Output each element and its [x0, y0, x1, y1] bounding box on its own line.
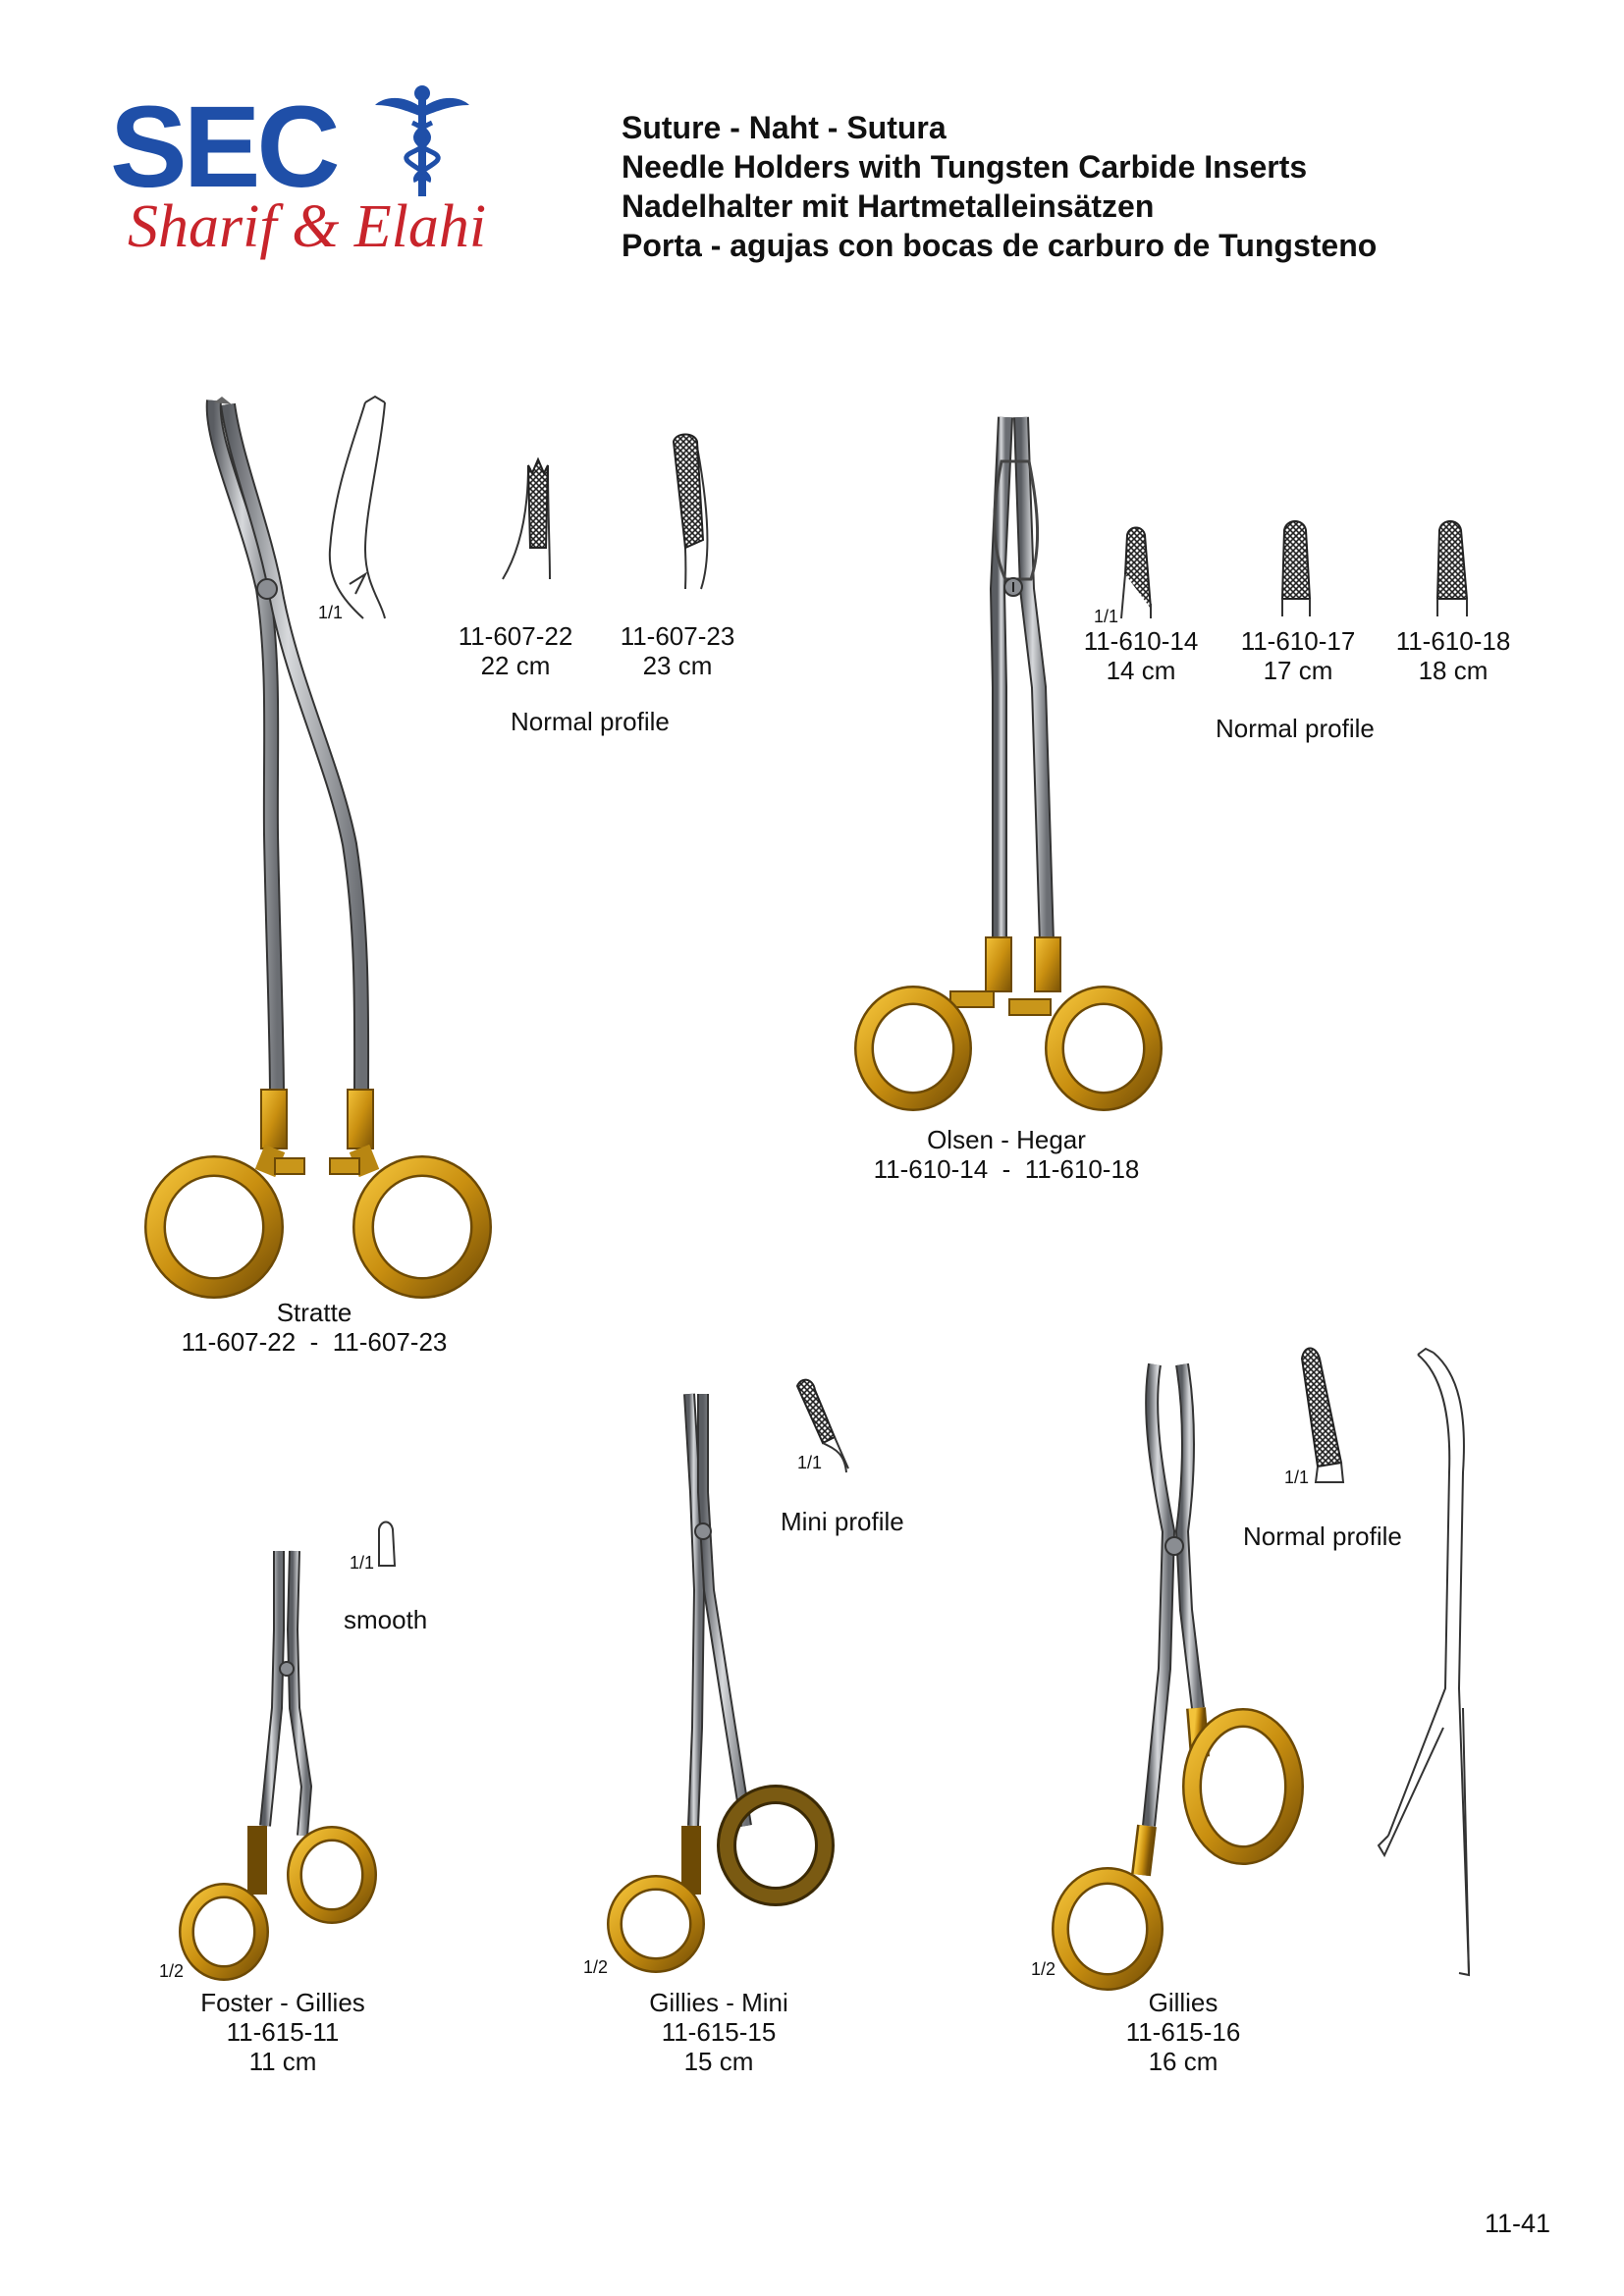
olsen-profile-label: Normal profile — [1216, 714, 1375, 743]
stratte-instrument — [144, 397, 492, 1299]
gillies-mini-main-scale: 1/2 — [583, 1957, 609, 1977]
gillies-mini-profile-label: Mini profile — [781, 1507, 904, 1536]
gillies-mini-profile-tip — [795, 1378, 849, 1473]
gillies-code: 11-615-16 — [1125, 2017, 1241, 2047]
stratte-profile-label: Normal profile — [511, 707, 670, 736]
stratte-scale: 1/1 — [318, 603, 344, 622]
stratte-profile-outline — [328, 395, 386, 619]
olsen-hegar-instrument — [854, 416, 1163, 1111]
foster-name: Foster - Gillies — [200, 1988, 365, 2017]
header-line-3: Nadelhalter mit Hartmetalleinsätzen — [622, 188, 1155, 224]
stratte-caption: Stratte 11-607-22 - 11-607-23 — [147, 1298, 481, 1357]
header-line-4: Porta - agujas con bocas de carburo de T… — [622, 228, 1378, 263]
gillies-profile-label: Normal profile — [1243, 1522, 1402, 1551]
gillies-size: 16 cm — [1148, 2047, 1218, 2076]
gillies-mini-instrument — [607, 1393, 835, 1973]
stratte-tip-22 — [502, 456, 551, 580]
gillies-detail-scale: 1/1 — [1284, 1468, 1310, 1487]
gillies-mini-detail-scale: 1/1 — [797, 1453, 823, 1472]
gillies-mini-name: Gillies - Mini — [649, 1988, 788, 2017]
olsen-tip3-size: 18 cm — [1418, 656, 1489, 685]
gillies-mini-caption: Gillies - Mini 11-615-15 15 cm — [601, 1988, 837, 2076]
olsen-tip2-label: 11-610-17 17 cm — [1229, 626, 1367, 685]
olsen-caption: Olsen - Hegar 11-610-14 - 11-610-18 — [839, 1125, 1173, 1184]
stratte-tip2-label: 11-607-23 23 cm — [609, 621, 746, 680]
olsen-tip1-code: 11-610-14 — [1083, 626, 1199, 656]
gillies-mini-code: 11-615-15 — [661, 2017, 777, 2047]
stratte-tip-23 — [672, 433, 709, 590]
stratte-tip1-size: 22 cm — [480, 651, 551, 680]
stratte-tip2-code: 11-607-23 — [620, 621, 735, 651]
olsen-tip-17 — [1280, 520, 1312, 616]
stratte-name: Stratte — [276, 1298, 352, 1327]
header-line-1: Suture - Naht - Sutura — [622, 110, 947, 145]
olsen-tip-18 — [1435, 520, 1469, 616]
gillies-instrument — [1052, 1362, 1304, 1991]
page-number: 11-41 — [1485, 2209, 1551, 2238]
olsen-scale: 1/1 — [1094, 607, 1119, 626]
gillies-mini-size: 15 cm — [683, 2047, 754, 2076]
stratte-tip1-code: 11-607-22 — [458, 621, 573, 651]
stratte-tip1-label: 11-607-22 22 cm — [447, 621, 584, 680]
gillies-profile-tip — [1300, 1347, 1345, 1483]
olsen-name: Olsen - Hegar — [927, 1125, 1086, 1154]
olsen-tip2-code: 11-610-17 — [1240, 626, 1356, 656]
olsen-tip3-label: 11-610-18 18 cm — [1384, 626, 1522, 685]
logo-script: Sharif & Elahi — [128, 193, 487, 260]
gillies-name: Gillies — [1148, 1988, 1218, 2017]
foster-profile-label: smooth — [344, 1605, 428, 1634]
olsen-tip3-code: 11-610-18 — [1395, 626, 1511, 656]
stratte-codes: 11-607-22 - 11-607-23 — [181, 1327, 448, 1357]
gillies-main-scale: 1/2 — [1031, 1959, 1056, 1979]
foster-size: 11 cm — [248, 2047, 317, 2076]
olsen-tip1-size: 14 cm — [1106, 656, 1176, 685]
logo-mark: SEC — [110, 82, 341, 212]
foster-main-scale: 1/2 — [159, 1961, 185, 1981]
foster-caption: Foster - Gillies 11-615-11 11 cm — [165, 1988, 401, 2076]
foster-gillies-instrument — [179, 1550, 377, 1981]
gillies-profile-outline — [1377, 1347, 1471, 1977]
company-logo: SEC Sharif & Elahi — [110, 83, 571, 280]
foster-code: 11-615-11 — [226, 2017, 340, 2047]
foster-smooth-tip — [378, 1521, 397, 1567]
olsen-tip2-size: 17 cm — [1263, 656, 1333, 685]
gillies-caption: Gillies 11-615-16 16 cm — [1065, 1988, 1301, 2076]
olsen-codes: 11-610-14 - 11-610-18 — [873, 1154, 1140, 1184]
olsen-tip-14 — [1120, 526, 1152, 619]
stratte-tip2-size: 23 cm — [642, 651, 713, 680]
caduceus-icon — [375, 85, 469, 196]
foster-detail-scale: 1/1 — [350, 1553, 375, 1573]
olsen-tip1-label: 11-610-14 14 cm — [1072, 626, 1210, 685]
header-line-2: Needle Holders with Tungsten Carbide Ins… — [622, 149, 1308, 185]
